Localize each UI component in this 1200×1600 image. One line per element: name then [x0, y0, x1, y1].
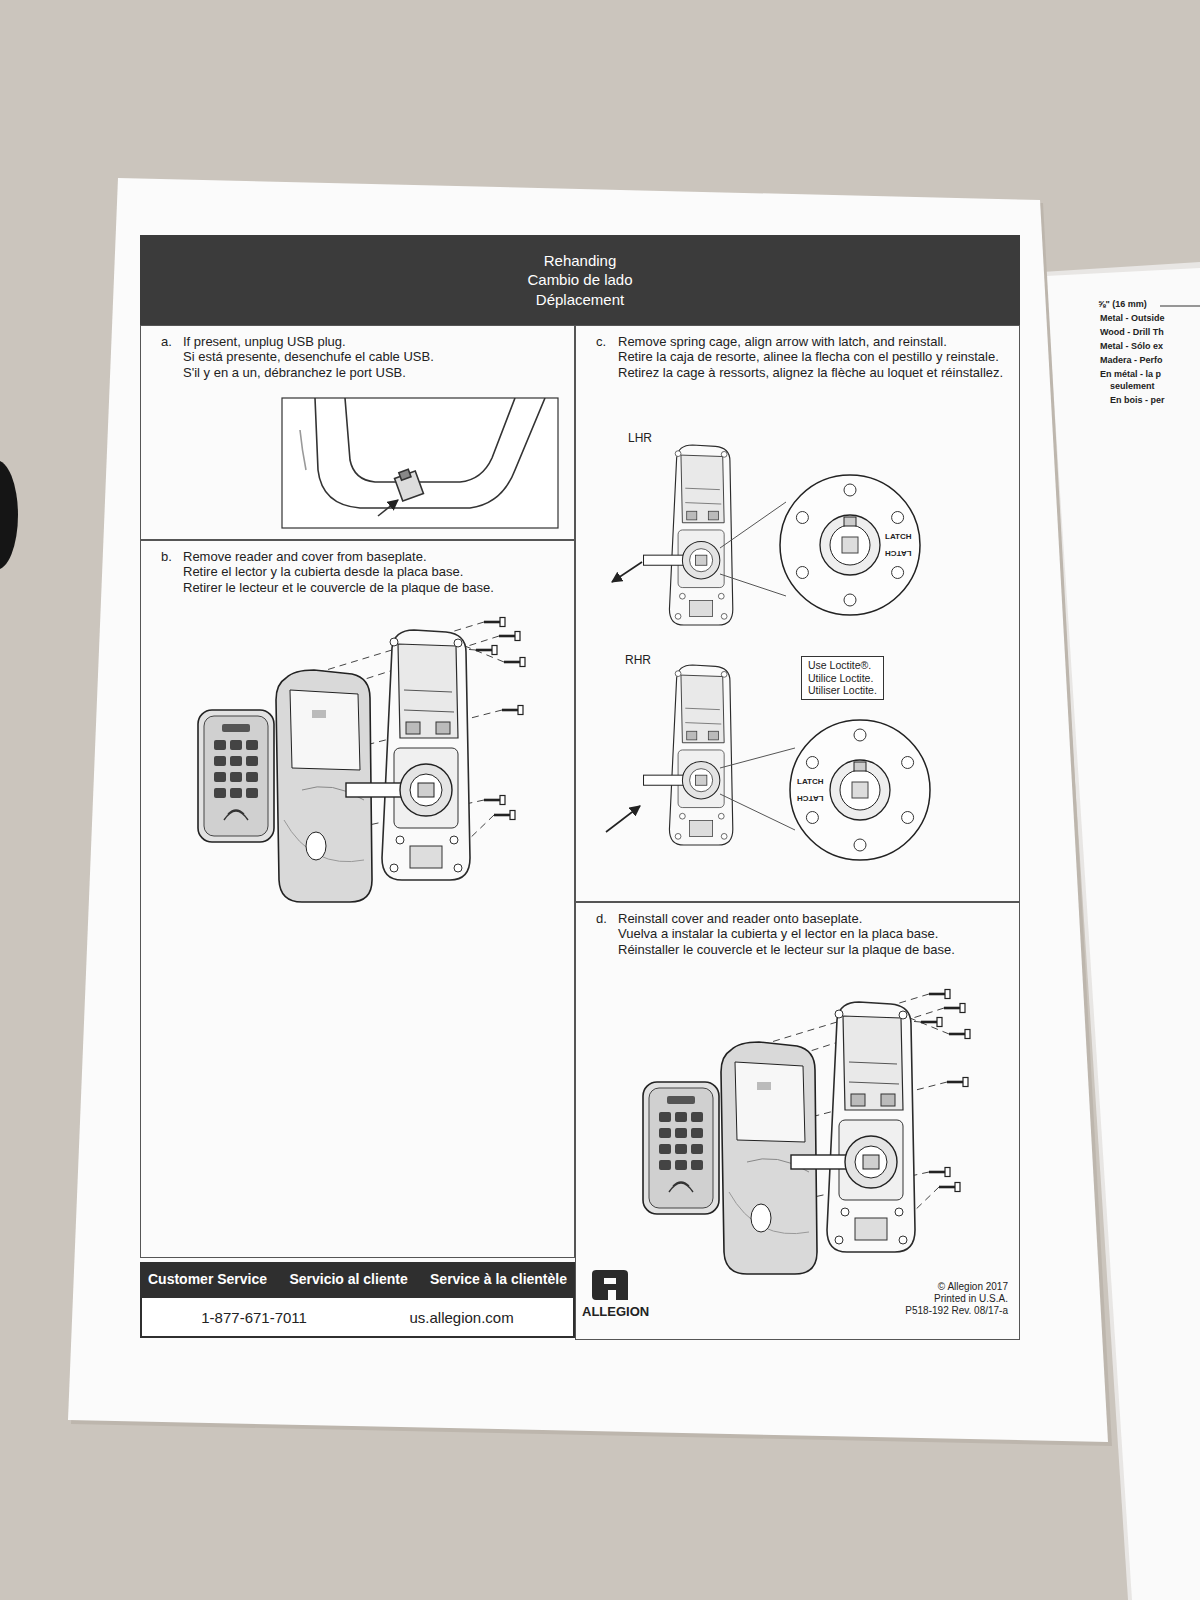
usb-illustration: [378, 500, 398, 516]
instruction-text: Vuelva a instalar la cubierta y el lecto…: [618, 926, 1007, 941]
copyright-text: © Allegion 2017: [938, 1281, 1008, 1292]
dimension-text: ⅝" (16 mm): [1098, 300, 1147, 310]
allegion-logo: [592, 1270, 628, 1300]
usb-illustration: [399, 469, 411, 480]
step-letter: a.: [161, 334, 183, 349]
instruction-text: Remove reader and cover from baseplate.: [183, 549, 562, 564]
allegion-logo: [592, 1270, 628, 1300]
step-letter: d.: [596, 911, 618, 926]
exploded-view-remove: [198, 618, 525, 903]
instruction-text: S'il y en a un, débranchez le port USB.: [183, 365, 562, 380]
usb-illustration: [300, 430, 306, 470]
title-text: Cambio de lado: [527, 270, 632, 290]
instruction-text: Remove spring cage, align arrow with lat…: [618, 334, 1007, 349]
lhr-baseplate: [644, 445, 733, 625]
hand-label: RHR: [625, 654, 651, 667]
instruction-text: Retirer le lecteur et le couvercle de la…: [183, 580, 562, 595]
brand-name: ALLEGION: [582, 1305, 649, 1319]
copyright-text: Printed in U.S.A.: [934, 1293, 1008, 1304]
instruction-text: Retirez la cage à ressorts, alignez la f…: [618, 365, 1007, 380]
note-box: Use Loctite®.Utilice Loctite.Utiliser Lo…: [801, 656, 884, 700]
rhr-baseplate: [720, 748, 795, 768]
lhr-baseplate: [612, 562, 642, 582]
instruction-text: Réinstaller le couvercle et le lecteur s…: [618, 942, 1007, 957]
customer-service-box: Customer Service Servicio al cliente Servi…: [140, 1262, 575, 1338]
side-page-text: En bois - per: [1110, 396, 1165, 406]
side-page-text: Wood - Drill Th: [1100, 328, 1164, 338]
instruction-text: If present, unplug USB plug.: [183, 334, 562, 349]
side-page-text: Madera - Perfo: [1100, 356, 1163, 366]
side-page-text: seulement: [1110, 382, 1155, 392]
rhr-baseplate: [720, 794, 795, 830]
lhr-baseplate: [780, 475, 920, 615]
rhr-baseplate: [644, 665, 733, 845]
rhr-baseplate: [606, 806, 640, 832]
lhr-baseplate: [720, 574, 786, 596]
step-letter: c.: [596, 334, 618, 349]
lhr-baseplate: [612, 445, 920, 625]
side-page-text: Metal - Outside: [1100, 314, 1165, 324]
usb-illustration: [282, 398, 558, 528]
step-panel: d.Reinstall cover and reader onto basepl…: [575, 902, 1020, 1340]
latch-label: LATCH: [797, 778, 824, 787]
step-letter: b.: [161, 549, 183, 564]
latch-label: LATCH: [797, 793, 824, 802]
sheet: [68, 178, 1108, 1442]
allegion-logo: [604, 1278, 616, 1284]
title-text: Déplacement: [536, 290, 624, 310]
contact-text: 1-877-671-7011: [201, 1309, 307, 1326]
dark-object: [0, 460, 18, 570]
usb-illustration: [300, 398, 545, 516]
service-heading: Service à la clientèle: [430, 1271, 567, 1287]
exploded-view-reinstall: [643, 990, 970, 1275]
latch-label: LATCH: [885, 533, 912, 542]
side-page-text: Metal - Sólo ex: [1100, 342, 1163, 352]
service-heading: Customer Service: [148, 1271, 267, 1287]
lhr-baseplate: [720, 502, 786, 548]
contact-text: us.allegion.com: [409, 1309, 513, 1326]
exploded-view-reinstall: [643, 990, 970, 1275]
service-heading: Servicio al cliente: [289, 1271, 407, 1287]
side-page-text: En métal - la p: [1100, 370, 1161, 380]
sheet: [68, 178, 1112, 1446]
latch-label: LATCH: [885, 548, 912, 557]
instruction-text: Retire el lector y la cubierta desde la …: [183, 564, 562, 579]
note-text: Use Loctite®.: [808, 659, 877, 672]
hand-label: LHR: [628, 432, 652, 445]
second-sheet: [1160, 306, 1200, 307]
instruction-text: Si está presente, desenchufe el cable US…: [183, 349, 562, 364]
title-text: Rehanding: [544, 251, 617, 271]
step-panel: c.Remove spring cage, align arrow with l…: [575, 325, 1020, 902]
usb-illustration: [282, 398, 558, 528]
usb-illustration: [345, 398, 515, 482]
step-panel: b.Remove reader and cover from baseplate…: [140, 540, 575, 1258]
title-band: RehandingCambio de ladoDéplacement: [140, 235, 1020, 325]
rhr-baseplate: [790, 720, 930, 860]
instruction-text: Reinstall cover and reader onto baseplat…: [618, 911, 1007, 926]
exploded-view-remove: [198, 618, 525, 903]
note-text: Utilice Loctite.: [808, 672, 877, 685]
instruction-text: Retire la caja de resorte, alinee la fle…: [618, 349, 1007, 364]
step-panel: a.If present, unplug USB plug.Si está pr…: [140, 325, 575, 540]
usb-illustration: [315, 398, 545, 508]
document-number: P518-192 Rev. 08/17-a: [905, 1305, 1008, 1316]
note-text: Utiliser Loctite.: [808, 684, 877, 697]
